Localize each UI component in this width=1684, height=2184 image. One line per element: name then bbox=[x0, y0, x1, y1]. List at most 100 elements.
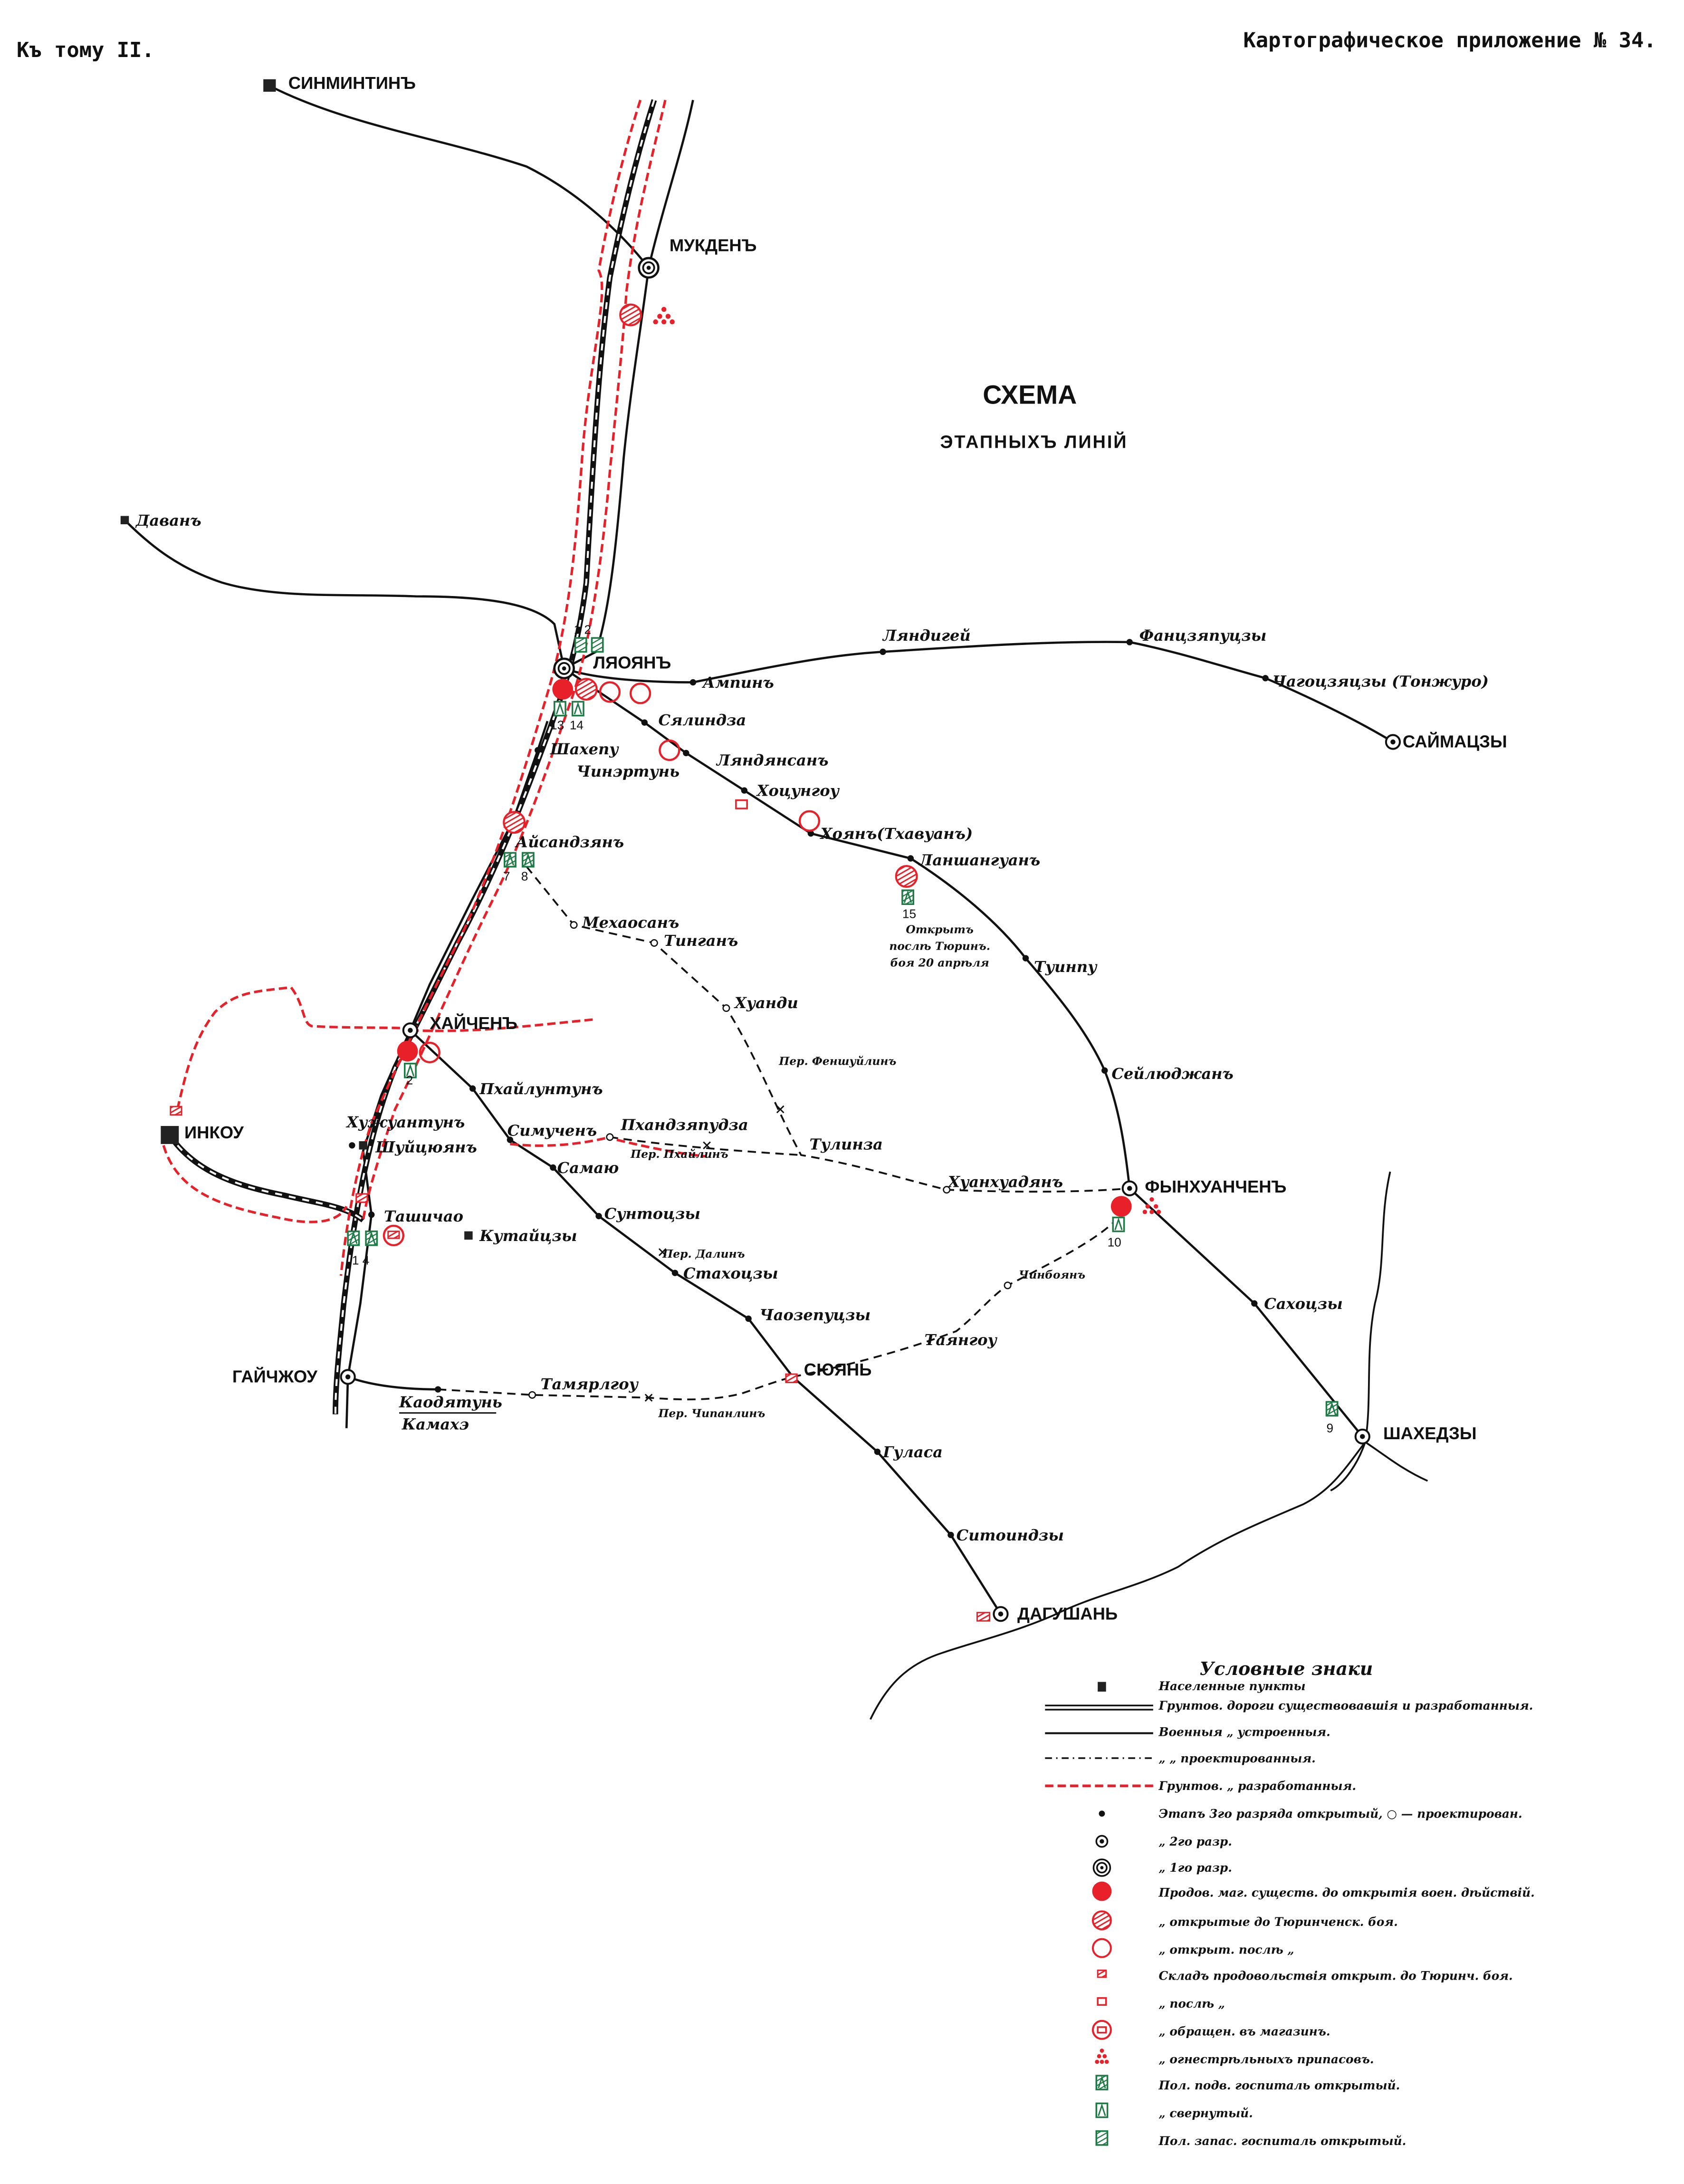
map-subtitle: ЭТАПНЫХЪ ЛИНІЙ bbox=[940, 431, 1128, 452]
place-label-khuandi: Хуанди bbox=[734, 994, 798, 1012]
map-symbols bbox=[120, 79, 1401, 1622]
hospital-numbers: 1 2 13 14 7 8 15 2 1 4 10 9 bbox=[352, 622, 1333, 1435]
legend-label: „ 2го разр. bbox=[1159, 1835, 1232, 1848]
stage-3rd-class-icon bbox=[671, 1270, 679, 1276]
place-label-samayu: Самаю bbox=[557, 1159, 619, 1177]
stage-3rd-class-icon bbox=[683, 750, 689, 757]
legend-label: „ послѣ „ bbox=[1159, 1997, 1225, 2011]
railway-inkou-branch-inner bbox=[168, 1134, 364, 1221]
volume-reference: Къ тому II. bbox=[17, 38, 154, 62]
place-label-ampin: Ампинъ bbox=[702, 673, 774, 692]
red-dots-pile-icon bbox=[1095, 2049, 1109, 2064]
legend-label: „ 1го разр. bbox=[1159, 1861, 1232, 1875]
place-label-fynkhuanchen: ФЫНХУАНЧЕНЪ bbox=[1145, 1177, 1286, 1196]
stage-2nd-class-icon bbox=[1354, 1428, 1370, 1444]
stage-3rd-class-icon bbox=[349, 1142, 355, 1149]
stage-3rd-class-icon bbox=[595, 1212, 602, 1220]
stage-projected-icon bbox=[1004, 1281, 1012, 1289]
stage-projected-icon bbox=[650, 939, 658, 947]
stage-3rd-class-icon bbox=[741, 787, 748, 794]
settlement-icon bbox=[359, 1141, 367, 1150]
stage-projected-icon bbox=[528, 1391, 536, 1399]
red-road-east bbox=[362, 99, 667, 1221]
hospital-number: 14 bbox=[570, 718, 584, 732]
place-label-tashichao: Ташичао bbox=[384, 1207, 463, 1225]
proj-aisandzyan-fynkhuanchen bbox=[526, 866, 1130, 1193]
place-label-chinertun: Чинэртунь bbox=[576, 762, 679, 780]
pass-mark-icon bbox=[658, 1248, 667, 1256]
place-label-seilyudzhan: Сейлюджанъ bbox=[1111, 1065, 1234, 1083]
stage-2nd-class-icon bbox=[402, 1022, 419, 1039]
ammunition-depot-icon bbox=[1142, 1197, 1161, 1214]
field-hospital-hatched-icon bbox=[1095, 2075, 1109, 2090]
stage-3rd-class-icon bbox=[1126, 639, 1133, 645]
stage-3rd-class-icon bbox=[947, 1531, 954, 1539]
place-label-saimatszy: САЙМАЦЗЫ bbox=[1403, 731, 1507, 751]
legend-label: „ открытые до Тюринченск. боя. bbox=[1159, 1915, 1398, 1929]
place-label-khaichen: ХАЙЧЕНЪ bbox=[430, 1013, 517, 1033]
projected-roads bbox=[438, 866, 1130, 1401]
legend-label: Военныя „ устроенныя. bbox=[1158, 1725, 1330, 1739]
legend-label: Этапъ 3го разряда открытый, ○ — проектир… bbox=[1159, 1807, 1522, 1820]
stage-projected-icon bbox=[722, 1004, 730, 1012]
legend-label: Грунтов. дороги существовавшія и разрабо… bbox=[1158, 1699, 1533, 1713]
place-label-syalindza: Сялиндза bbox=[659, 711, 746, 729]
food-magazine-existing-icon bbox=[397, 1040, 418, 1062]
legend-label: „ огнестрѣльныхъ припасовъ. bbox=[1159, 2052, 1374, 2066]
legend-item: Пол. подв. госпиталь открытый. bbox=[1095, 2075, 1400, 2092]
red-circled-square-icon bbox=[1091, 2020, 1112, 2040]
place-label-kaodyatun: Каодятунь bbox=[399, 1393, 502, 1411]
place-label-davan: Даванъ bbox=[135, 511, 201, 529]
green-open-hospital-icon bbox=[1095, 2102, 1109, 2118]
note-line: послѣ Тюринъ. bbox=[889, 940, 990, 953]
red-road-pkhailin bbox=[510, 1135, 707, 1158]
legend-label: „ открыт. послѣ „ bbox=[1159, 1943, 1294, 1956]
road-liaoyan-shakhedzy bbox=[563, 667, 1364, 1437]
river bbox=[870, 1171, 1391, 1720]
place-label-liandigei: Ляндигей bbox=[882, 626, 971, 645]
settlement-icon bbox=[120, 516, 129, 525]
field-hospital-open-icon bbox=[403, 1062, 417, 1078]
lanshanguan-note: Открытъ послѣ Тюринъ. боя 20 апрѣля bbox=[889, 923, 990, 970]
settlement-icon bbox=[161, 1126, 179, 1144]
legend-label: „ „ проектированныя. bbox=[1159, 1751, 1316, 1765]
place-label-syuyan: СЮЯНЬ bbox=[804, 1360, 872, 1379]
place-label-khuzhuantun: Хужуантунъ bbox=[345, 1113, 465, 1131]
red-road-west bbox=[339, 99, 642, 1276]
hospital-number: 1 4 bbox=[352, 1253, 369, 1268]
hospital-number: 7 bbox=[503, 869, 510, 884]
food-magazine-existing-icon bbox=[1110, 1196, 1132, 1217]
double-circle-icon bbox=[1095, 1835, 1109, 1848]
place-labels: СИНМИНТИНЪМУКДЕНЪДаванъЛЯОЯНЪАмпинъЛянди… bbox=[135, 73, 1507, 1623]
legend-item: Военныя „ устроенныя. bbox=[1045, 1725, 1330, 1739]
stage-3rd-class-icon bbox=[535, 747, 541, 754]
stage-2nd-class-icon bbox=[340, 1369, 356, 1385]
food-magazine-hatched-icon bbox=[574, 678, 598, 701]
field-hospital-hatched-icon bbox=[347, 1230, 360, 1246]
field-hospital-hatched-icon bbox=[901, 889, 914, 905]
red-hatched-square-icon bbox=[1097, 1969, 1107, 1978]
place-label-mekhaosan: Мехаосанъ bbox=[582, 914, 679, 932]
food-store-hatched-icon bbox=[170, 1106, 182, 1116]
legend-label: Продов. маг. существ. до открытія воен. … bbox=[1158, 1886, 1535, 1900]
place-label-simuchen: Симученъ bbox=[507, 1121, 597, 1139]
road-sinmintin-mukden bbox=[269, 85, 650, 269]
stage-3rd-class-icon bbox=[689, 679, 697, 686]
stage-3rd-class-icon bbox=[745, 1315, 752, 1322]
field-hospital-reserve-icon bbox=[574, 637, 587, 653]
stage-2nd-class-icon bbox=[1121, 1180, 1138, 1196]
legend-item: Населенные пункты bbox=[1098, 1679, 1306, 1693]
legend-item: Пол. запас. госпиталь открытый. bbox=[1095, 2130, 1406, 2148]
pass-mark-icon bbox=[776, 1105, 785, 1114]
field-hospital-hatched-icon bbox=[365, 1230, 378, 1246]
stage-projected-icon bbox=[606, 1133, 614, 1141]
stage-1st-class-icon bbox=[638, 257, 660, 279]
stage-3rd-class-icon bbox=[807, 830, 814, 837]
red-hatched-circle-icon bbox=[1091, 1910, 1112, 1931]
place-label-tingan: Тинганъ bbox=[664, 932, 738, 950]
legend-label: Пол. подв. госпиталь открытый. bbox=[1158, 2078, 1400, 2092]
food-store-converted-icon bbox=[383, 1224, 404, 1247]
place-label-pkhailuntun: Пхайлунтунъ bbox=[479, 1080, 603, 1098]
food-store-open-icon bbox=[735, 799, 748, 809]
food-store-hatched-icon bbox=[355, 1193, 368, 1203]
